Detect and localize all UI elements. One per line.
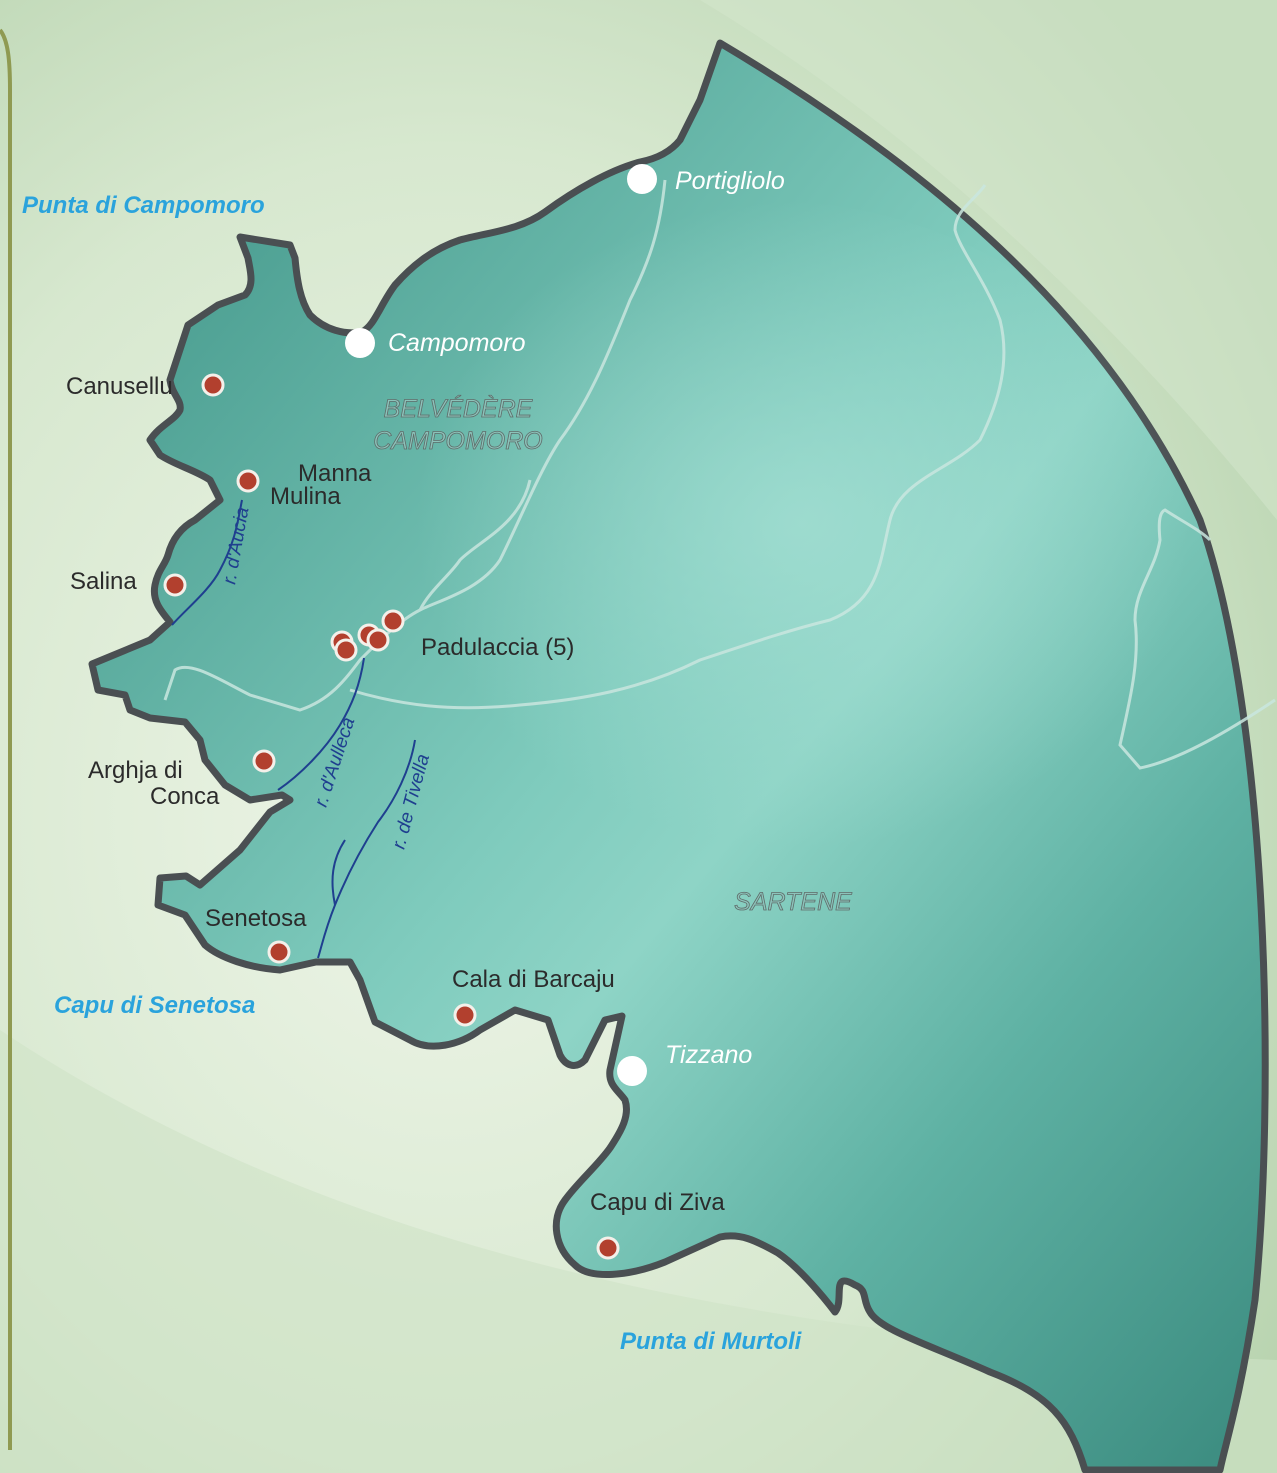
site-label-senetosa: Senetosa <box>205 905 307 932</box>
commune-label-sartene: SARTENE <box>734 888 852 916</box>
river-tivella <box>317 739 416 959</box>
site-marker-arghja-di-conca[interactable] <box>252 749 276 773</box>
town-label-tizzano: Tizzano <box>665 1041 752 1069</box>
site-label-salina: Salina <box>70 568 137 595</box>
town-label-portigliolo: Portigliolo <box>675 167 785 195</box>
cape-label-punta-murtoli: Punta di Murtoli <box>620 1328 803 1355</box>
map-frame-edge <box>0 28 12 1450</box>
commune-label-belvedere: BELVÉDÈRE <box>384 394 533 423</box>
site-label-manna: Manna <box>298 460 372 487</box>
site-label-arghja-line2: Conca <box>150 783 220 810</box>
site-marker-cala-di-barcaju[interactable] <box>453 1003 477 1027</box>
river-link <box>331 839 346 906</box>
background-swoosh <box>700 0 1277 520</box>
town-marker-campomoro[interactable] <box>345 328 375 358</box>
site-marker-padulaccia[interactable] <box>366 628 390 652</box>
site-label-canusellu: Canusellu <box>66 373 173 400</box>
site-label-arghja-line1: Arghja di <box>88 757 183 784</box>
town-label-campomoro: Campomoro <box>388 329 526 357</box>
site-label-cala-di-barcaju: Cala di Barcaju <box>452 966 615 993</box>
boundary-line <box>1118 508 1276 770</box>
site-marker-canusellu[interactable] <box>201 373 225 397</box>
site-marker-padulaccia[interactable] <box>381 609 405 633</box>
site-label-mulina: Mulina <box>270 483 341 510</box>
river-aucia <box>171 499 243 626</box>
boundary-line <box>418 479 532 611</box>
town-marker-tizzano[interactable] <box>617 1056 647 1086</box>
commune-label-campomoro: CAMPOMORO <box>373 427 542 455</box>
site-marker-capu-di-ziva[interactable] <box>596 1236 620 1260</box>
river-aulleca <box>277 657 365 791</box>
site-marker-senetosa[interactable] <box>267 940 291 964</box>
boundary-lines <box>163 179 1276 770</box>
rivers <box>171 499 416 959</box>
boundary-belvedere-sartene <box>163 179 667 712</box>
cape-label-punta-campomoro: Punta di Campomoro <box>22 192 265 219</box>
site-markers <box>163 373 620 1260</box>
boundary-line <box>349 184 1006 710</box>
site-marker-manna-mulina[interactable] <box>236 469 260 493</box>
cape-label-capu-senetosa: Capu di Senetosa <box>54 992 255 1019</box>
land-glow <box>330 200 1190 920</box>
site-marker-padulaccia[interactable] <box>334 638 358 662</box>
town-markers <box>345 164 657 1086</box>
site-label-capu-di-ziva: Capu di Ziva <box>590 1189 725 1216</box>
background-swoosh <box>0 1030 1277 1473</box>
site-label-padulaccia: Padulaccia (5) <box>421 634 574 661</box>
town-marker-portigliolo[interactable] <box>627 164 657 194</box>
site-marker-salina[interactable] <box>163 573 187 597</box>
